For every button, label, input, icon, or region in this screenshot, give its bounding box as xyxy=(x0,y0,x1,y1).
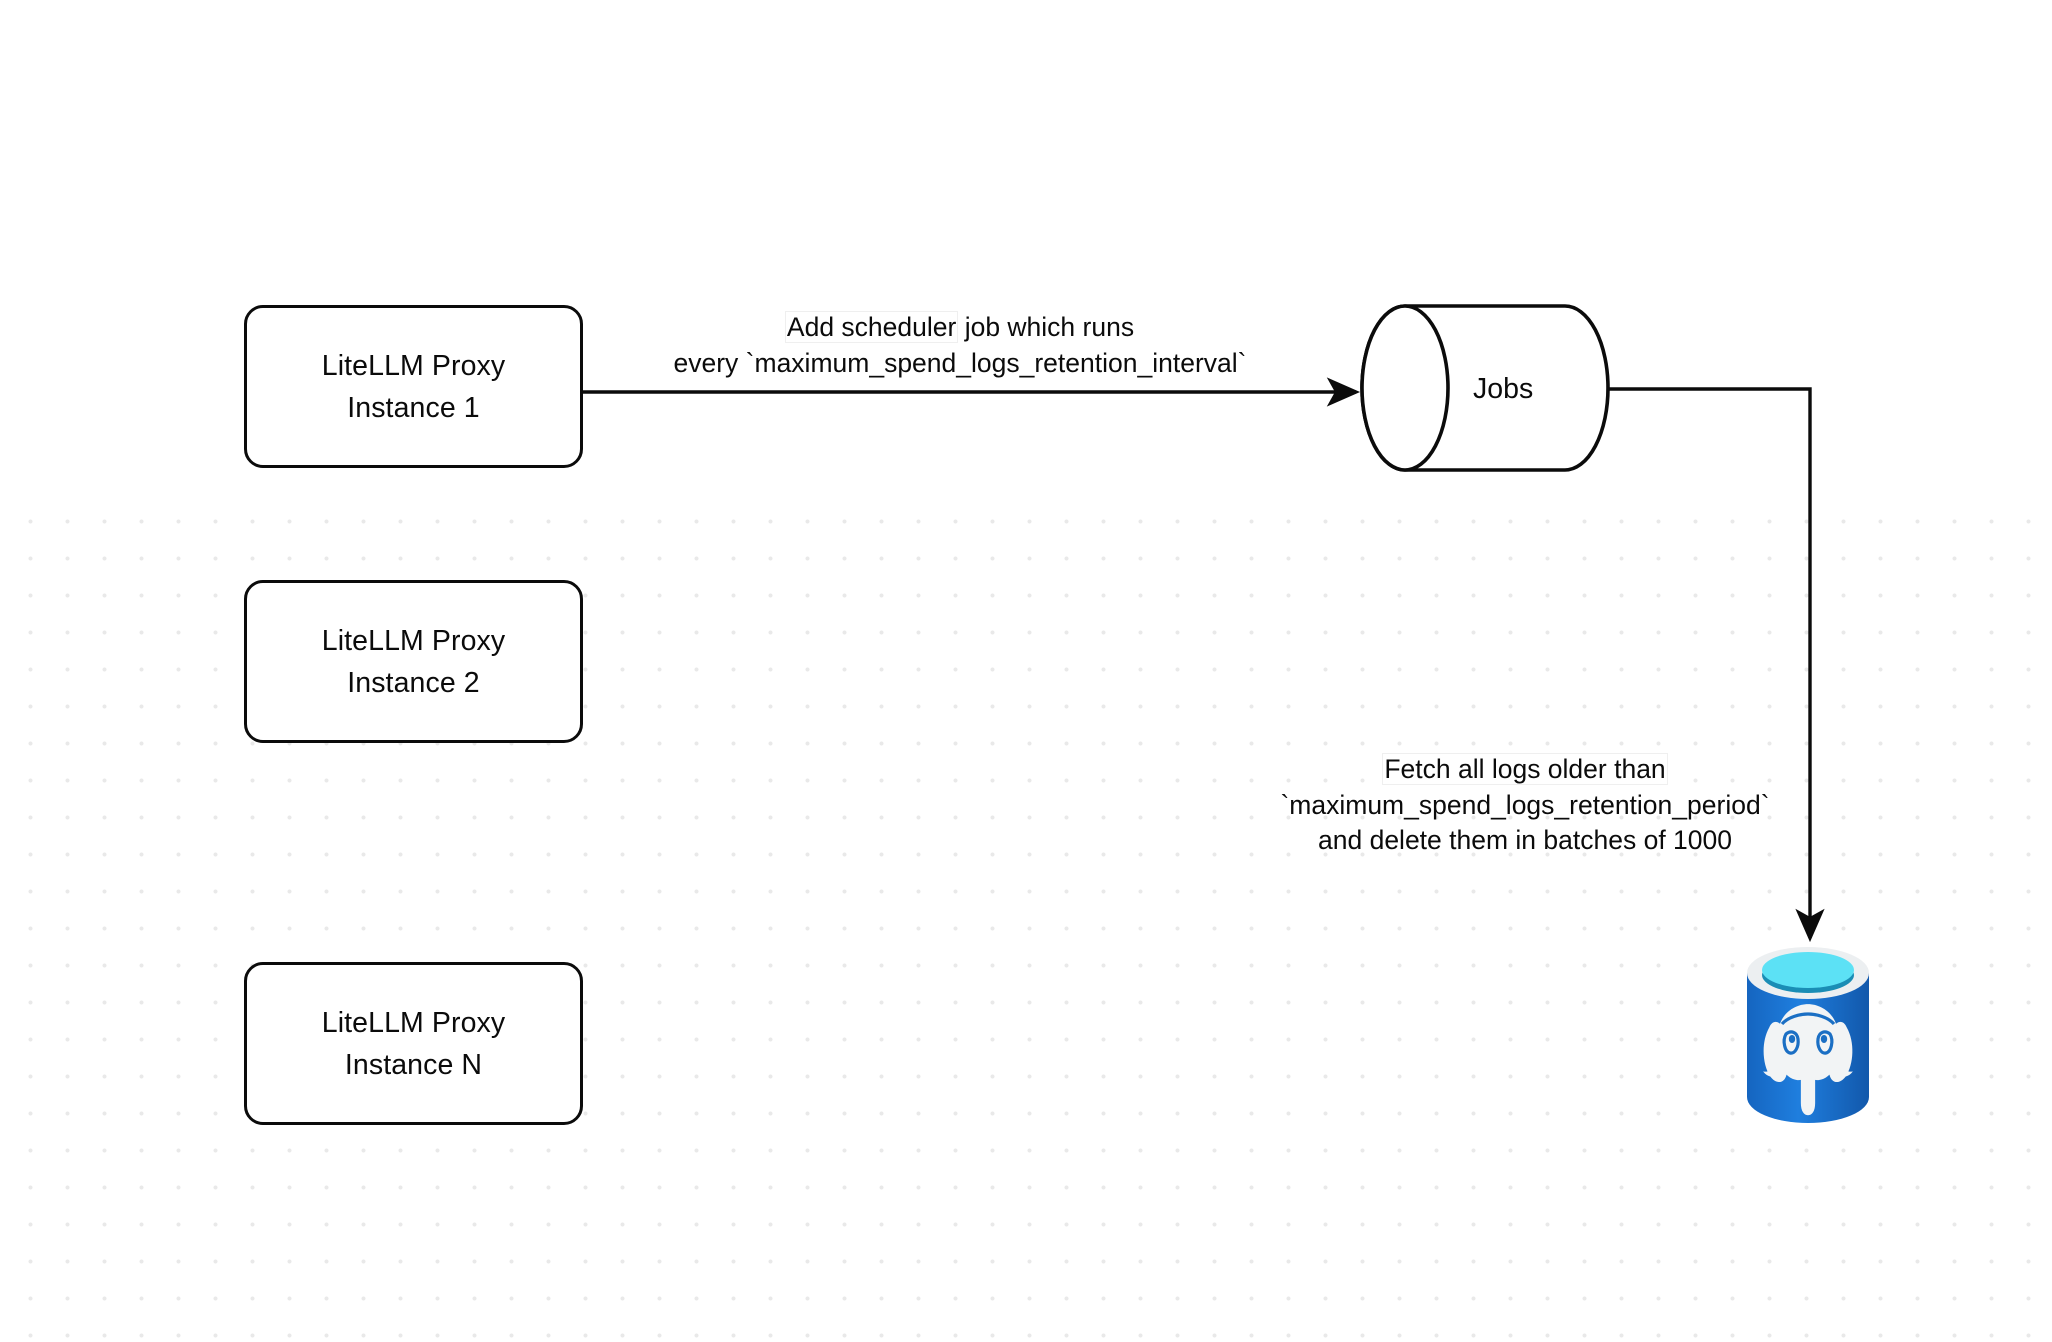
jobs-cylinder-left-face xyxy=(1360,304,1450,472)
node-litellm-proxy-instance-2[interactable]: LiteLLM Proxy Instance 2 xyxy=(244,580,583,743)
edge-label-2-line-1: Fetch all logs older than xyxy=(1245,752,1805,788)
proxy-n-line-2: Instance N xyxy=(344,1048,483,1081)
edge-jobs-to-postgres-line xyxy=(1608,387,1825,943)
proxy-n-line-1: LiteLLM Proxy xyxy=(321,1006,506,1039)
proxy-2-line-1: LiteLLM Proxy xyxy=(321,624,506,657)
edge-proxy1-to-jobs-label: Add scheduler job which runs every `maxi… xyxy=(615,310,1305,381)
proxy-2-line-2: Instance 2 xyxy=(347,666,480,699)
edge-label-2-line-2: `maximum_spend_logs_retention_period` xyxy=(1280,789,1770,820)
edge-label-1-line-1: Add scheduler job which runs xyxy=(615,310,1305,346)
postgres-database-icon xyxy=(1747,947,1869,1123)
proxy-1-line-1: LiteLLM Proxy xyxy=(321,349,506,382)
proxy-1-line-2: Instance 1 xyxy=(347,391,480,424)
edge-label-2-highlight: Fetch all logs older than xyxy=(1383,754,1667,784)
edge-label-1-highlight: Add scheduler xyxy=(785,312,958,342)
edge-label-2-line-3: and delete them in batches of 1000 xyxy=(1318,825,1732,855)
node-litellm-proxy-instance-1[interactable]: LiteLLM Proxy Instance 1 xyxy=(244,305,583,468)
node-litellm-proxy-instance-n[interactable]: LiteLLM Proxy Instance N xyxy=(244,962,583,1125)
edge-label-1-rest: job which runs xyxy=(957,312,1135,342)
node-jobs-queue-label: Jobs xyxy=(1473,373,1534,405)
edge-jobs-to-postgres-label: Fetch all logs older than `maximum_spend… xyxy=(1245,752,1805,859)
edge-label-1-line-2: every `maximum_spend_logs_retention_inte… xyxy=(673,347,1247,378)
